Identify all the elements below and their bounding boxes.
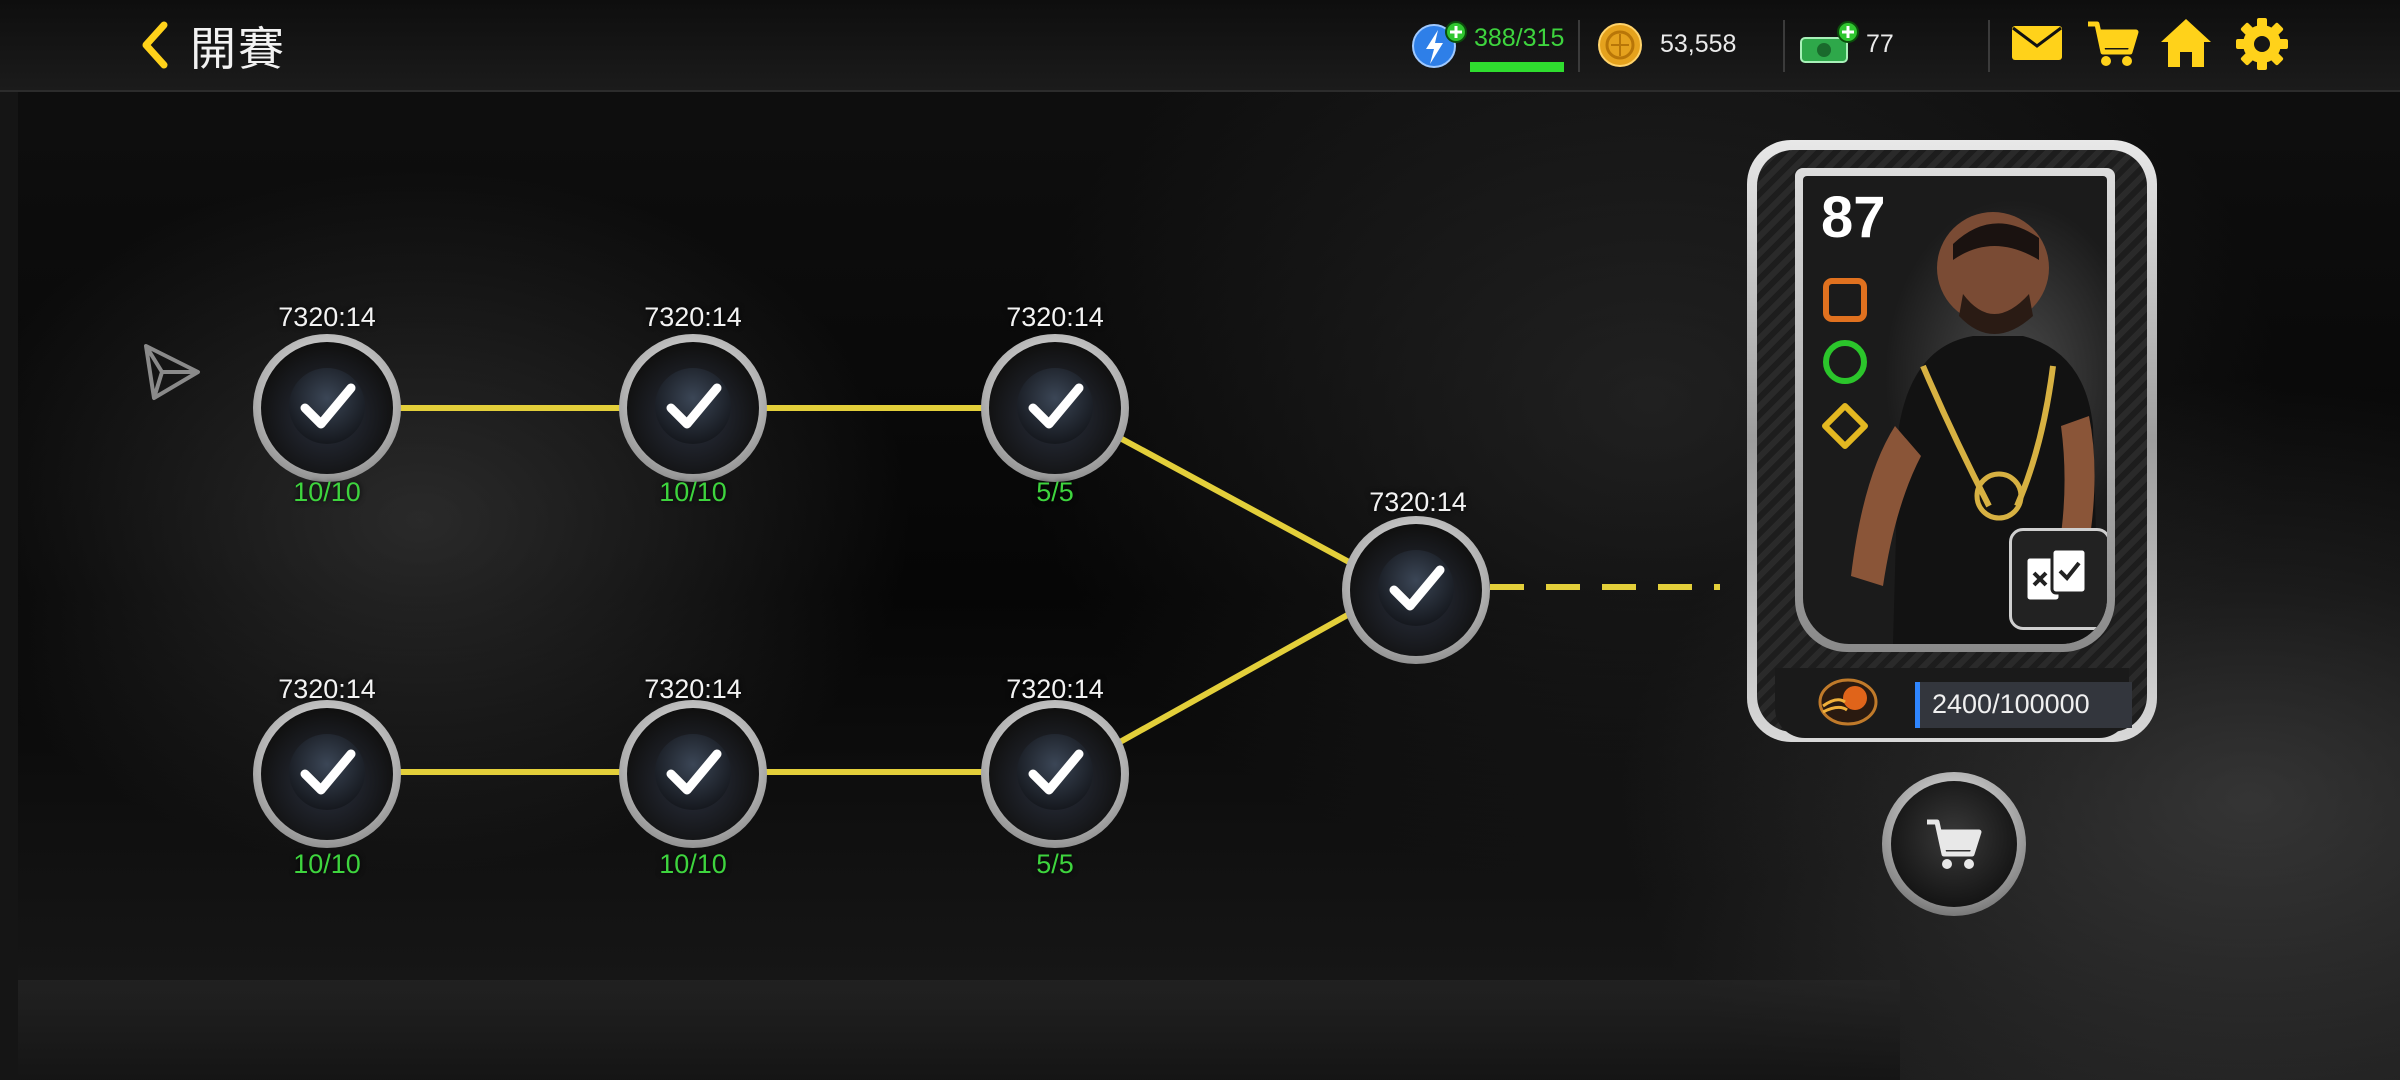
stage-node[interactable] — [981, 334, 1129, 482]
path-line — [1118, 605, 1362, 745]
stage-timer: 7320:14 — [644, 302, 742, 332]
checkmark-icon — [666, 383, 722, 429]
stage-progress: 5/5 — [1036, 849, 1074, 879]
checkmark-icon — [1028, 749, 1084, 795]
energy-bar — [1470, 62, 1564, 72]
stage-timer: 7320:14 — [644, 674, 742, 704]
player-photo: 87 — [1803, 176, 2107, 644]
path-line — [1118, 435, 1362, 571]
card-body: 87 — [1757, 150, 2147, 738]
stage-timer: 7320:14 — [278, 674, 376, 704]
shop-button[interactable] — [1882, 772, 2026, 916]
checkmark-icon — [666, 749, 722, 795]
cart-icon[interactable] — [2086, 18, 2140, 68]
stage-node[interactable] — [253, 334, 401, 482]
energy-value: 388/315 — [1474, 24, 1565, 52]
points-progress-box: 2400/100000 — [1915, 682, 2132, 728]
stage-timer: 7320:14 — [278, 302, 376, 332]
stage-node[interactable] — [619, 334, 767, 482]
coin-icon — [1598, 23, 1642, 67]
left-edge — [0, 90, 18, 1080]
chevron-left-icon[interactable] — [130, 15, 180, 75]
checkmark-icon — [300, 749, 356, 795]
swap-card-button[interactable] — [2009, 528, 2107, 630]
court-floor — [0, 980, 1900, 1080]
player-rating: 87 — [1821, 185, 1886, 250]
stage-progress: 10/10 — [659, 849, 727, 879]
send-icon[interactable] — [140, 340, 204, 404]
coins-value: 53,558 — [1660, 30, 1737, 58]
cart-icon — [1927, 819, 1982, 869]
top-bar: 開賽 388/315 53,558 77 — [0, 0, 2400, 92]
divider — [1783, 20, 1785, 72]
photo-frame: 87 — [1795, 168, 2115, 652]
basketball-token-icon — [1818, 678, 1878, 726]
stage-node[interactable] — [619, 700, 767, 848]
stage-node[interactable] — [253, 700, 401, 848]
diamond-badge-icon — [1822, 403, 1868, 449]
stage-timer: 7320:14 — [1006, 302, 1104, 332]
square-badge-icon — [1823, 278, 1867, 322]
shop-button-inner — [1891, 781, 2017, 907]
checkmark-icon — [1389, 565, 1445, 611]
page-title: 開賽 — [190, 23, 286, 75]
divider — [1578, 20, 1580, 72]
cash-value: 77 — [1866, 30, 1894, 58]
home-icon[interactable] — [2158, 16, 2214, 70]
checkmark-icon — [300, 383, 356, 429]
checkmark-icon — [1028, 383, 1084, 429]
cash-icon[interactable] — [1797, 18, 1861, 68]
divider — [1988, 20, 1990, 72]
stage-timer: 7320:14 — [1369, 487, 1467, 517]
gear-icon[interactable] — [2234, 16, 2290, 72]
points-progress: 2400/100000 — [1932, 689, 2090, 719]
lightning-icon[interactable] — [1410, 18, 1468, 70]
card-footer: 2400/100000 — [1775, 668, 2132, 738]
stage-progress: 10/10 — [293, 477, 361, 507]
stage-node[interactable] — [981, 700, 1129, 848]
swap-cards-icon — [2024, 547, 2088, 603]
mail-icon[interactable] — [2010, 22, 2064, 64]
reward-player-card[interactable]: 87 — [1747, 140, 2157, 742]
stage-progress: 10/10 — [659, 477, 727, 507]
stage-progress: 10/10 — [293, 849, 361, 879]
circle-badge-icon — [1823, 340, 1867, 384]
stage-timer: 7320:14 — [1006, 674, 1104, 704]
stage-progress: 5/5 — [1036, 477, 1074, 507]
final-stage-node[interactable] — [1342, 516, 1490, 664]
